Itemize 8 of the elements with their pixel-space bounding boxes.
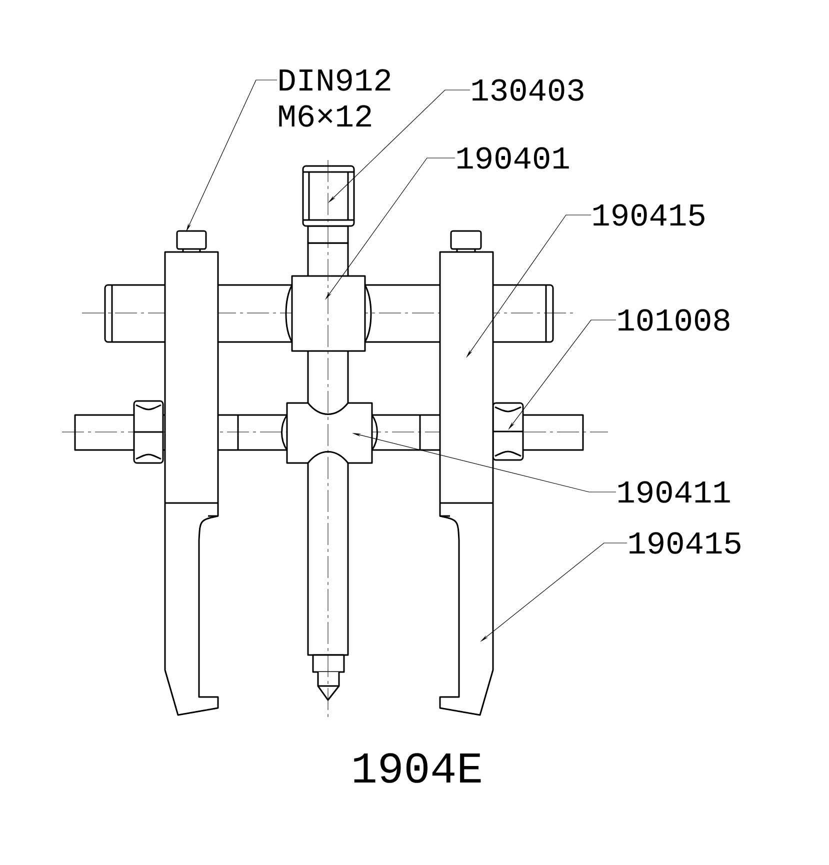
callout-label: 190401 [458, 147, 569, 169]
callout-label: 101008 [618, 309, 730, 331]
callout-label: 190415 [594, 204, 704, 226]
callout-label: 190411 [618, 481, 730, 503]
callout-label: DIN912 M6×12 [279, 69, 390, 127]
callout-label: 190415 [630, 532, 740, 554]
callout-label: 130403 [472, 79, 584, 101]
drawing-title: 1904E [354, 753, 481, 783]
